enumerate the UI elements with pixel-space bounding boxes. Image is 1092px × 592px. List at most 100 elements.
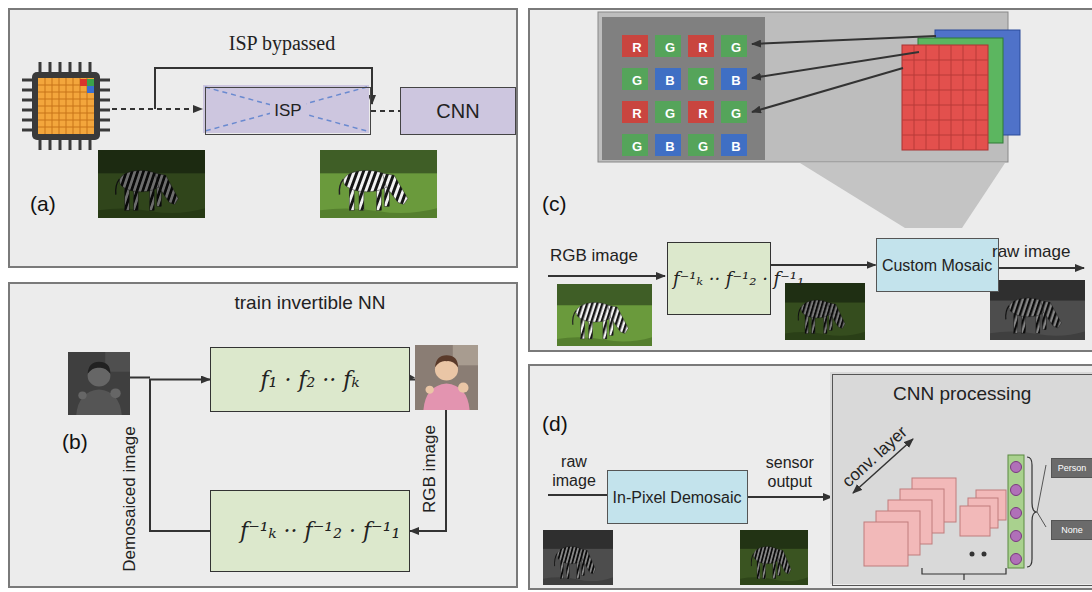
math-label: f₁ · f₂ ·· fₖ [260, 366, 359, 394]
inverse-function-box: f⁻¹ₖ ·· f⁻¹₂ · f⁻¹₁ [210, 490, 410, 572]
label-slot: B [657, 70, 683, 92]
bayer-letter: G [723, 37, 749, 59]
panel-letter: (a) [30, 192, 56, 216]
drawing-part [902, 45, 988, 150]
label-slot: RGB image [550, 246, 670, 266]
label-slot: train invertible NN [210, 292, 410, 314]
function-box: f₁ · f₂ ·· fₖ [210, 347, 410, 412]
bayer-letter: R [690, 103, 716, 125]
label-slot: conv. layer [831, 416, 918, 498]
arrow-label: RGB image [550, 246, 670, 266]
isp-box: ISP [205, 87, 371, 135]
heading: train invertible NN [210, 292, 410, 314]
chip-icon [22, 62, 110, 150]
label-slot: R [690, 103, 716, 125]
arrow-label: RGB image [420, 419, 440, 519]
bayer-letter: B [723, 136, 749, 158]
sampling-arrows [752, 36, 936, 112]
dot [970, 552, 975, 557]
input-arrow [548, 275, 665, 277]
dark-overlay [740, 530, 808, 585]
label-slot: G [657, 37, 683, 59]
pixel-blue [87, 86, 94, 93]
drawing-part [1011, 531, 1022, 542]
label-slot: Demosaiced image [120, 419, 140, 579]
demosaic-box: In-Pixel Demosaic [607, 470, 748, 524]
bayer-letter: G [657, 37, 683, 59]
drawing-part [864, 522, 908, 566]
raw-zebra-photo [990, 280, 1085, 340]
dark-overlay [543, 530, 613, 585]
isp-cross [205, 87, 367, 131]
bayer-letter: G [624, 136, 650, 158]
box-label: ISP [270, 101, 305, 121]
label-slot: B [723, 136, 749, 158]
bayer-letter: G [657, 103, 683, 125]
cnn-fill [830, 372, 1092, 584]
inverse-function-box: f⁻¹ₖ ·· f⁻¹₂ · f⁻¹₁ [667, 242, 771, 315]
dark-overlay [785, 283, 865, 340]
bayer-frame [602, 17, 765, 160]
drawing-part [1011, 508, 1022, 519]
demosaiced-photo [68, 352, 130, 415]
drawing-part [1011, 462, 1022, 473]
edge-label: sensor output [758, 453, 822, 491]
bayer-cells [622, 35, 747, 156]
label-slot: raw image [992, 242, 1092, 262]
drawing-part [1011, 485, 1022, 496]
linear-zebra-photo [785, 283, 865, 340]
label-slot: B [723, 70, 749, 92]
math-label: f⁻¹ₖ ·· f⁻¹₂ · f⁻¹₁ [240, 517, 380, 545]
label-slot: G [723, 103, 749, 125]
drawing-part [1011, 554, 1022, 565]
class-label: Person [1058, 462, 1087, 474]
rgb-zebra-photo [320, 150, 437, 218]
panel-letter: (c) [542, 192, 567, 216]
dark-overlay [68, 352, 130, 415]
label-slot: G [690, 70, 716, 92]
image-link [130, 377, 150, 379]
math-label: f⁻¹ₖ ·· f⁻¹₂ · f⁻¹₁ [673, 267, 765, 290]
class-tag: Person [1051, 458, 1092, 478]
raw-zebra-photo [543, 530, 613, 585]
rgb-channel-stack [902, 30, 1020, 150]
mosaic-box: Custom Mosaic [876, 238, 999, 292]
class-tag: None [1051, 520, 1092, 540]
label-slot: R [690, 37, 716, 59]
dark-overlay [990, 280, 1085, 340]
label-slot: G [723, 37, 749, 59]
pixel-green [87, 79, 94, 86]
feature-maps [864, 478, 1006, 566]
drawing-part [752, 52, 919, 78]
dark-overlay [98, 150, 205, 218]
box-label: CNN [436, 100, 479, 123]
bayer-letter: R [624, 37, 650, 59]
bayer-letter: G [690, 70, 716, 92]
bayer-letter: R [690, 37, 716, 59]
drawing-part [960, 506, 990, 536]
bayer-letter: G [690, 136, 716, 158]
raw-zebra-photo [98, 150, 205, 218]
neurons [1011, 462, 1022, 565]
bayer-letter: B [723, 70, 749, 92]
label-slot: R [624, 37, 650, 59]
class-lines [1037, 465, 1046, 527]
fc-layer [1008, 455, 1024, 568]
bayer-letter: B [657, 70, 683, 92]
dot [982, 552, 987, 557]
connector [748, 496, 833, 498]
sensor-zebra-photo [740, 530, 808, 585]
panel-letter: (b) [62, 430, 88, 454]
drawing-part [902, 45, 988, 150]
bayer-letter: B [657, 136, 683, 158]
rgb-photo [415, 345, 478, 410]
sensor-arrow [112, 108, 202, 110]
chip-grid [38, 78, 94, 134]
output-arrow [987, 267, 1084, 269]
label-slot: G [624, 70, 650, 92]
annotation: ISP bypassed [192, 32, 372, 55]
arrow-label: raw image [992, 242, 1092, 262]
axis-label: conv. layer [831, 416, 918, 498]
